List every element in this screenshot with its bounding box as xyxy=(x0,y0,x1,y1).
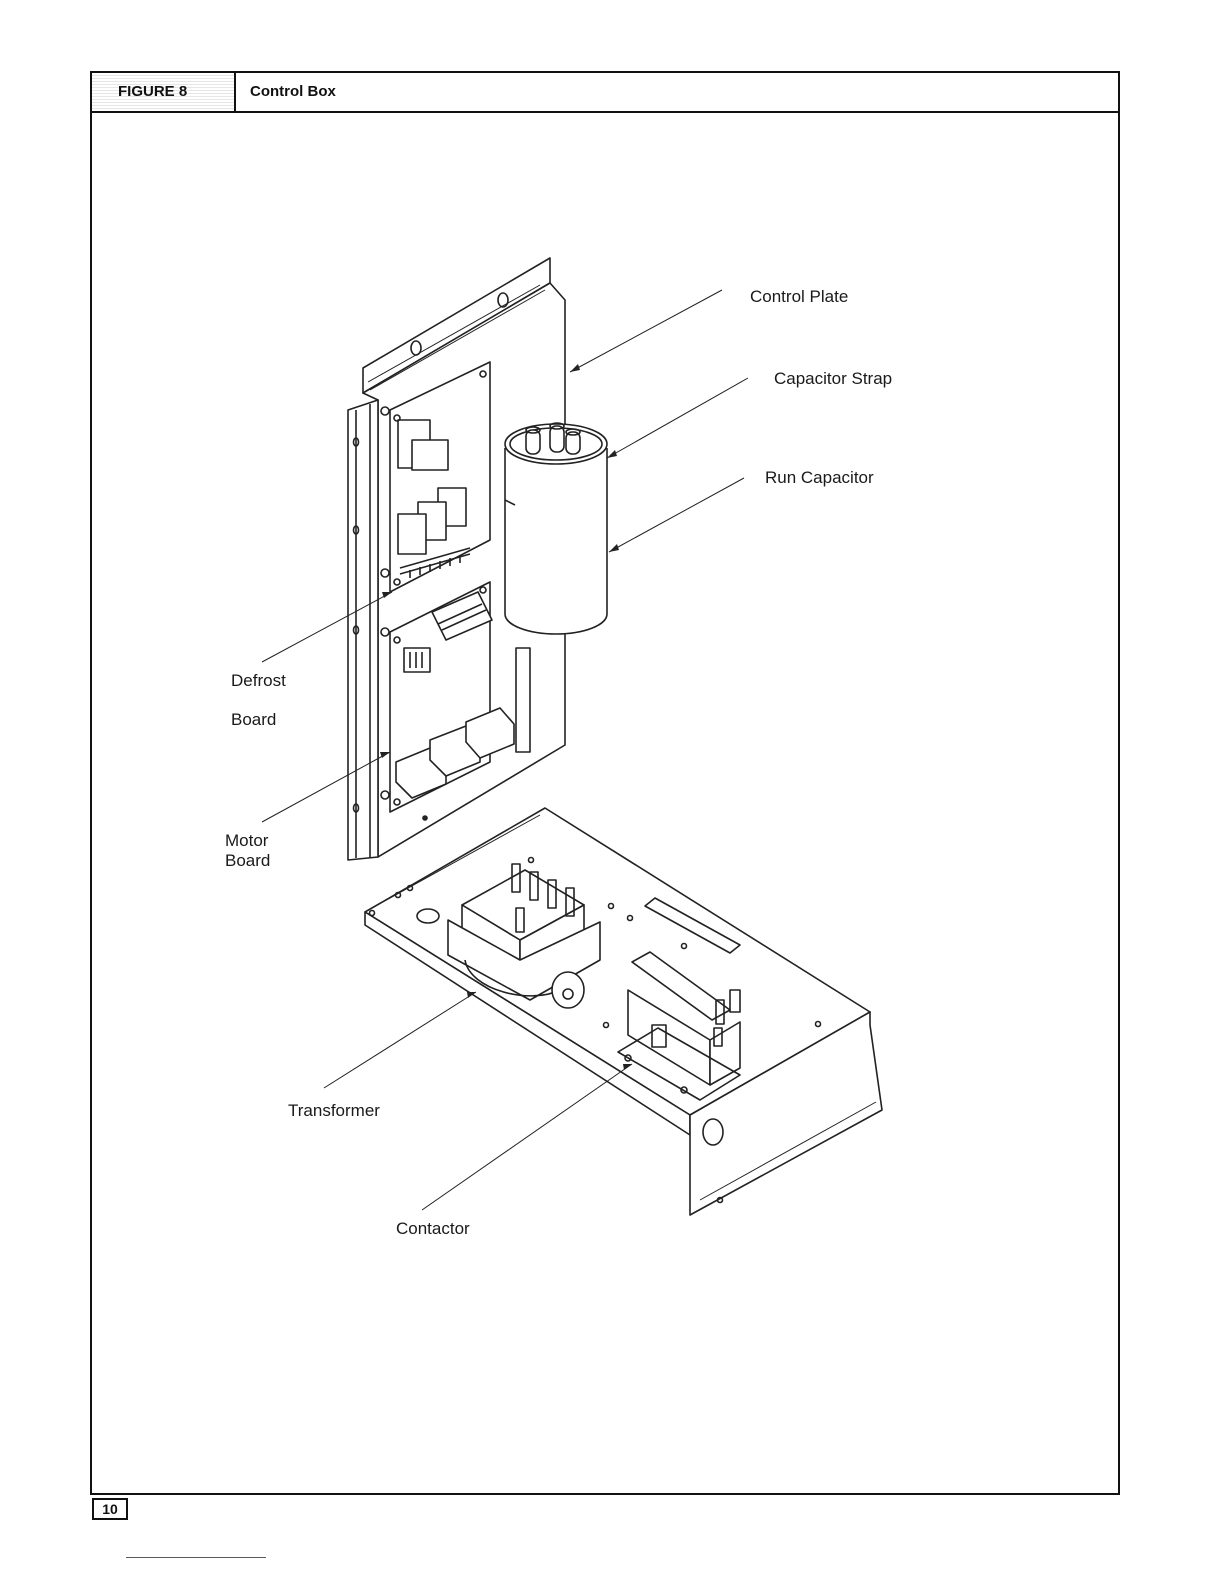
callout-capacitor-strap: Capacitor Strap xyxy=(774,369,892,388)
page-number: 10 xyxy=(92,1498,128,1520)
callout-motor-board-line2: Board xyxy=(225,851,270,870)
base-tray xyxy=(365,808,882,1215)
callout-defrost-board-line1: Defrost xyxy=(231,671,286,690)
run-capacitor xyxy=(505,423,607,634)
callout-transformer: Transformer xyxy=(288,1101,380,1120)
callout-defrost-board-line2: Board xyxy=(231,710,276,729)
callout-motor-board-line1: Motor xyxy=(225,831,269,850)
callout-run-capacitor: Run Capacitor xyxy=(765,468,874,487)
leader-run-capacitor xyxy=(609,478,744,552)
leader-transformer xyxy=(324,992,476,1088)
leader-control-plate xyxy=(570,290,722,372)
leader-capacitor-strap xyxy=(607,378,748,458)
leader-contactor xyxy=(422,1064,632,1210)
callout-contactor: Contactor xyxy=(396,1219,470,1238)
footer-rule xyxy=(126,1557,266,1558)
callout-control-plate: Control Plate xyxy=(750,287,848,306)
